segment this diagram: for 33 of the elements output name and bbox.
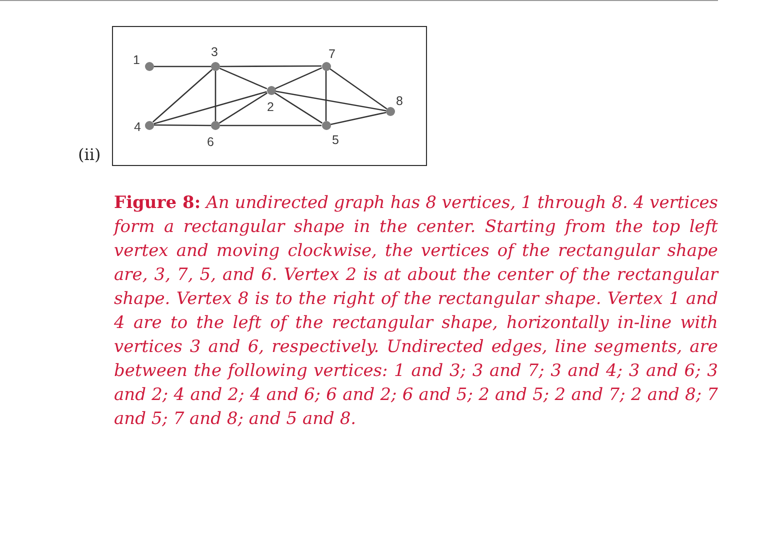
edge-line [220,124,322,126]
vertex-label: 3 [211,45,218,58]
vertex-dot [322,121,330,130]
vertex-dot [386,107,395,116]
edge-line [218,92,268,124]
edge-line [219,68,268,90]
vertex-dot [145,62,154,71]
edge-line [330,112,386,126]
vertex-label: 8 [396,94,403,107]
figure-caption: Figure 8: An undirected graph has 8 vertices, 1 through 8. 4 vertices form a rectangular shape in the center. Starting from the top left vertex and moving clockwise, the vertices of the rectangular shape are, 3, 7, 5, and 6. Vertex 2 is at about the center of the rectangular shape. Vertex 8 is to the right of the rectangular shape. Vertex 1 and 4 are to the left of the rectangular shape, horizontally in-line with vertices 3 and 6, respectively. Undirected edges, line segments, are between the following vertices: 1 and 3; 3 and 7; 3 and 4; 3 and 6; 3 and 2; 4 and 2; 4 and 6; 6 and 2; 6 and 5; 2 and 5; 2 and 7; 2 and 8; 7 and 5; 7 and 8; and 5 and 8. [114,192,718,431]
vertex-label: 1 [133,53,140,66]
vertex-dot [266,86,276,95]
vertex-label: 5 [332,133,339,146]
vertex-dot [145,120,154,130]
vertex-label: 4 [134,120,141,133]
edge-line [214,71,216,121]
vertex-dot [211,62,220,71]
vertex-dot [322,62,330,70]
edge-line [275,90,386,112]
edge-line [154,91,267,124]
edge-line [152,69,213,122]
vertex-dot [211,121,220,130]
edge-line [274,67,322,90]
vertex-label: 2 [267,100,274,113]
edge-line [220,65,322,68]
edge-line [154,66,211,68]
panel-label: (ii) [78,147,101,163]
vertex-label: 7 [328,48,336,60]
edge-line [325,70,327,121]
edge-line [154,124,211,126]
edge-line [274,92,323,124]
edge-line [329,68,388,110]
vertex-label: 6 [207,135,214,148]
